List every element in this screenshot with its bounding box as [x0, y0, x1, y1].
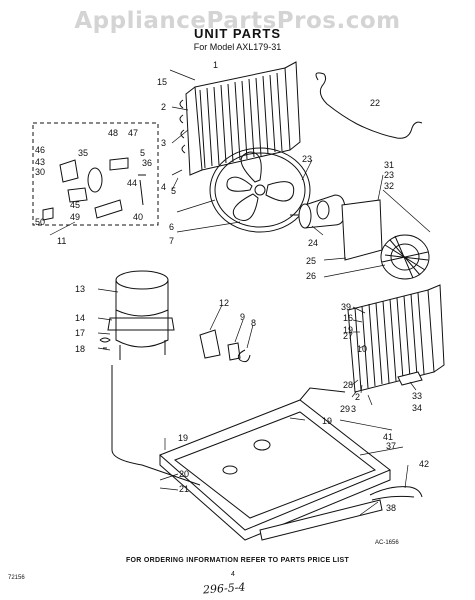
callout: 3: [351, 404, 357, 414]
parts-box: [32, 122, 159, 226]
discharge-line: [111, 365, 201, 486]
drawing-ref-code: AC-1656: [375, 540, 399, 546]
document-number: 72156: [8, 575, 25, 581]
callout: 7: [169, 236, 175, 246]
callout: 26: [306, 271, 317, 281]
callout: 30: [35, 167, 46, 177]
callout: 35: [78, 148, 89, 158]
callout: 43: [35, 157, 46, 167]
callout: 20: [179, 469, 190, 479]
filter-block: [397, 371, 423, 386]
callout: 17: [75, 328, 86, 338]
callout: 47: [128, 128, 139, 138]
base-pan: [159, 387, 391, 541]
callout: 6: [169, 222, 175, 232]
callout: 36: [142, 158, 153, 168]
callout: 5: [140, 148, 146, 158]
callout: 45: [70, 200, 81, 210]
page-number: 4: [231, 571, 235, 578]
callout: 3: [161, 138, 167, 148]
callout: 12: [219, 298, 230, 308]
callout: 44: [127, 178, 138, 188]
callout: 39: [341, 302, 352, 312]
callout: 27: [343, 331, 354, 341]
callout: 9: [240, 312, 246, 322]
compressor: [107, 270, 175, 360]
power-cord: [369, 486, 423, 501]
callout: 23: [302, 154, 313, 164]
callout: 19: [322, 416, 333, 426]
callout: 2: [161, 102, 167, 112]
callout: 40: [133, 212, 144, 222]
motor-bracket: [341, 199, 383, 261]
callout: 34: [412, 403, 423, 413]
callout: 22: [370, 98, 381, 108]
callout: 50: [35, 217, 46, 227]
overload-parts: [199, 329, 251, 363]
callout: 31: [384, 160, 395, 170]
callout: 49: [70, 212, 81, 222]
callout: 37: [386, 441, 397, 451]
callout: 19: [178, 433, 189, 443]
callout: 19: [343, 325, 354, 335]
callout: 10: [357, 344, 368, 354]
callout: 32: [384, 181, 395, 191]
fan-blade: [209, 147, 311, 233]
callout: 42: [419, 459, 430, 469]
callout: 2: [355, 392, 361, 402]
callout: 13: [75, 284, 86, 294]
callout: 8: [251, 318, 257, 328]
watermark: AppliancePartsPros.com: [74, 8, 401, 34]
drain-rail: [259, 499, 383, 541]
ordering-instruction: FOR ORDERING INFORMATION REFER TO PARTS …: [125, 557, 350, 564]
callout: 14: [75, 313, 86, 323]
blower-wheel: [380, 234, 430, 280]
callout: 11: [57, 236, 67, 246]
model-subtitle: For Model AXL179-31: [193, 42, 282, 52]
callout: 23: [384, 170, 395, 180]
callout: 25: [306, 256, 317, 266]
callout: 28: [343, 380, 354, 390]
evaporator-coil: [347, 284, 445, 393]
callout: 41: [383, 432, 394, 442]
control-parts: [42, 157, 146, 221]
callout: 38: [386, 503, 397, 513]
callout: 33: [412, 391, 423, 401]
callout: 21: [179, 484, 190, 494]
callout: 4: [161, 182, 167, 192]
callout: 24: [308, 238, 319, 248]
page-title: UNIT PARTS: [193, 26, 282, 41]
leader-lines: [49, 69, 431, 516]
callout: 46: [35, 145, 46, 155]
capillary-tube: [315, 72, 423, 139]
callout: 18: [75, 344, 86, 354]
callout: 29: [340, 404, 351, 414]
callout: 1: [213, 60, 219, 70]
callout: 5: [171, 186, 177, 196]
condenser-coil: [179, 61, 301, 176]
callout: 48: [108, 128, 119, 138]
callout: 16: [343, 313, 354, 323]
fan-motor: [290, 194, 346, 229]
mount-grommet: [99, 337, 111, 349]
callout: 15: [157, 77, 168, 87]
